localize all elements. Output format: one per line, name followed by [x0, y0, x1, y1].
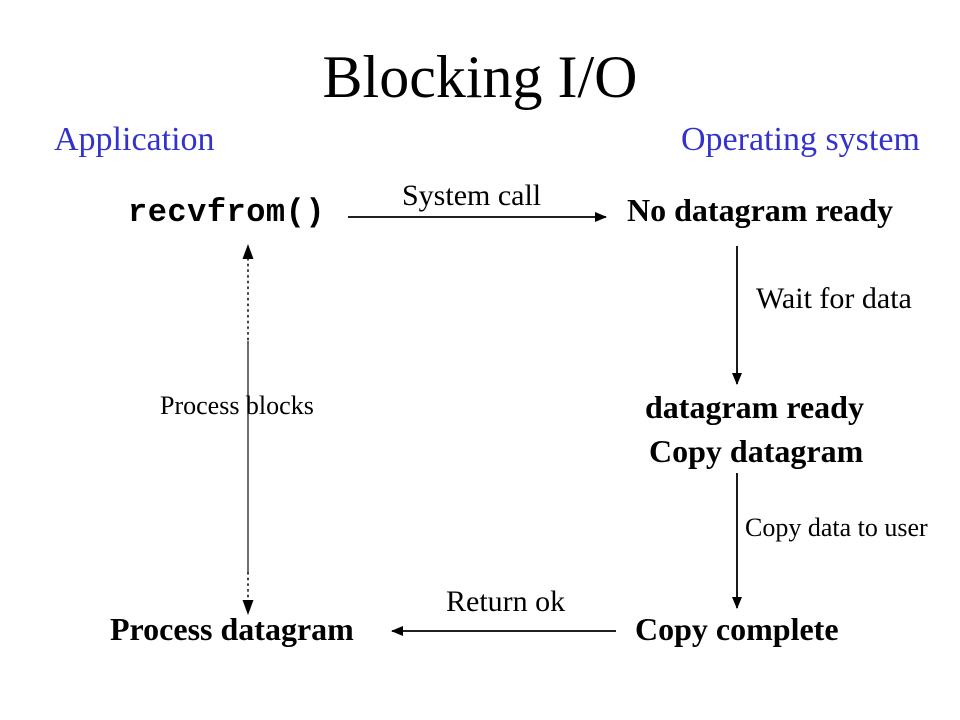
node-no-datagram-ready: No datagram ready — [627, 192, 894, 228]
edge-label-wait-for-data: Wait for data — [756, 282, 912, 315]
page-title: Blocking I/O — [322, 44, 638, 110]
node-recvfrom: recvfrom() — [128, 194, 326, 231]
edge-label-copy-data-to-user: Copy data to user — [745, 513, 928, 542]
node-copy-datagram: Copy datagram — [649, 433, 864, 469]
column-label-operating-system: Operating system — [681, 121, 920, 158]
node-process-datagram: Process datagram — [110, 611, 354, 647]
process-blocks-arrow — [242, 244, 254, 615]
edge-label-process-blocks: Process blocks — [160, 391, 314, 420]
node-datagram-ready: datagram ready — [645, 389, 864, 425]
node-copy-complete: Copy complete — [635, 611, 839, 647]
edge-label-return-ok: Return ok — [446, 585, 566, 618]
column-label-application: Application — [54, 121, 215, 158]
edge-label-system-call: System call — [402, 179, 542, 212]
